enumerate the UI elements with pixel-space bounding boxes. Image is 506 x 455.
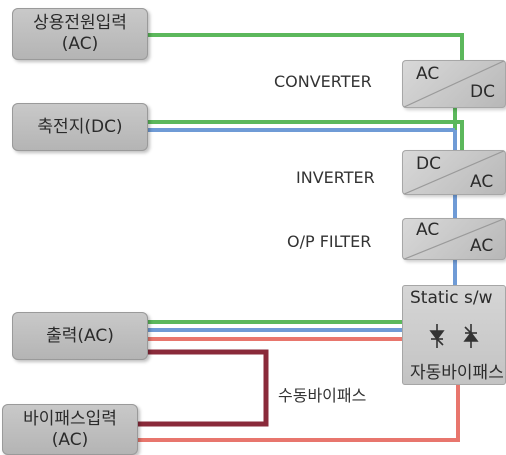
thyristor-icons — [429, 324, 479, 348]
manual-bypass-label: 수동바이패스 — [278, 386, 367, 405]
inverter-out-text: AC — [470, 172, 494, 192]
inverter-in-text: DC — [416, 154, 441, 174]
battery-box: 축전지(DC) — [12, 103, 148, 151]
auto-bypass-line — [138, 385, 460, 442]
converter-module: AC DC — [402, 60, 506, 108]
bypass-input-line1: 바이패스입력 — [23, 408, 117, 429]
op-filter-module: AC AC — [402, 218, 506, 260]
commercial-power-line2: (AC) — [61, 34, 99, 54]
op-filter-in-text: AC — [416, 220, 440, 240]
converter-diagonal — [402, 60, 506, 108]
op-filter-out-text: AC — [470, 236, 494, 256]
auto-bypass-label: 자동바이패스 — [410, 363, 504, 383]
bypass-input-box: 바이패스입력 (AC) — [2, 404, 138, 455]
op-filter-diagonal — [402, 218, 506, 260]
op-filter-label: O/P FILTER — [287, 232, 372, 251]
inverter-label: INVERTER — [296, 168, 375, 187]
battery-label: 축전지(DC) — [37, 116, 123, 137]
converter-label: CONVERTER — [274, 72, 372, 91]
output-box: 출력(AC) — [12, 312, 148, 360]
static-switch-label: Static s/w — [410, 288, 493, 308]
battery-green-line — [148, 120, 464, 150]
commercial-power-line — [148, 33, 464, 60]
commercial-power-input-box: 상용전원입력 (AC) — [12, 8, 148, 60]
thyristor-right-icon — [463, 324, 479, 348]
converter-out-text: DC — [470, 82, 495, 102]
inverter-diagonal — [402, 150, 506, 195]
commercial-power-line1: 상용전원입력 — [33, 13, 127, 33]
static-switch-block: Static s/w 자동바이패스 — [402, 285, 506, 385]
output-label: 출력(AC) — [46, 325, 114, 346]
manual-bypass-line — [138, 349, 269, 427]
inverter-module: DC AC — [402, 150, 506, 195]
thyristor-left-icon — [429, 324, 445, 348]
bypass-input-line2: (AC) — [51, 429, 89, 450]
converter-in-text: AC — [416, 64, 440, 84]
